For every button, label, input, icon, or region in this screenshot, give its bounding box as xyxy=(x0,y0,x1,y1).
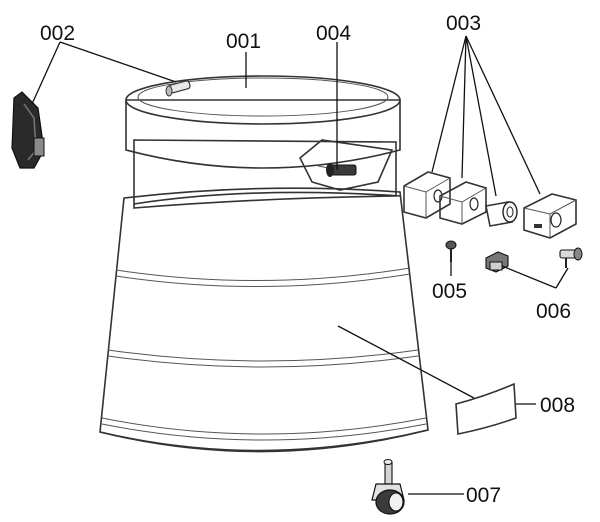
label-004: 004 xyxy=(316,22,351,45)
fitting-part-right xyxy=(559,247,583,268)
label-005: 005 xyxy=(432,280,467,303)
top-pin xyxy=(165,80,191,97)
label-001: 001 xyxy=(226,30,261,53)
side-clip-part xyxy=(11,91,45,169)
fitting-part-left xyxy=(485,251,509,273)
label-003: 003 xyxy=(446,12,481,35)
label-007: 007 xyxy=(466,484,501,507)
base-body xyxy=(99,187,429,453)
label-006: 006 xyxy=(536,300,571,323)
small-screw-part xyxy=(445,240,457,262)
column-part xyxy=(125,75,401,209)
block-set-part xyxy=(403,171,577,239)
leader-lines xyxy=(31,35,569,495)
label-sticker-part xyxy=(455,382,517,435)
caster-wheel-part xyxy=(371,459,405,515)
label-002: 002 xyxy=(40,22,75,45)
label-008: 008 xyxy=(540,394,575,417)
